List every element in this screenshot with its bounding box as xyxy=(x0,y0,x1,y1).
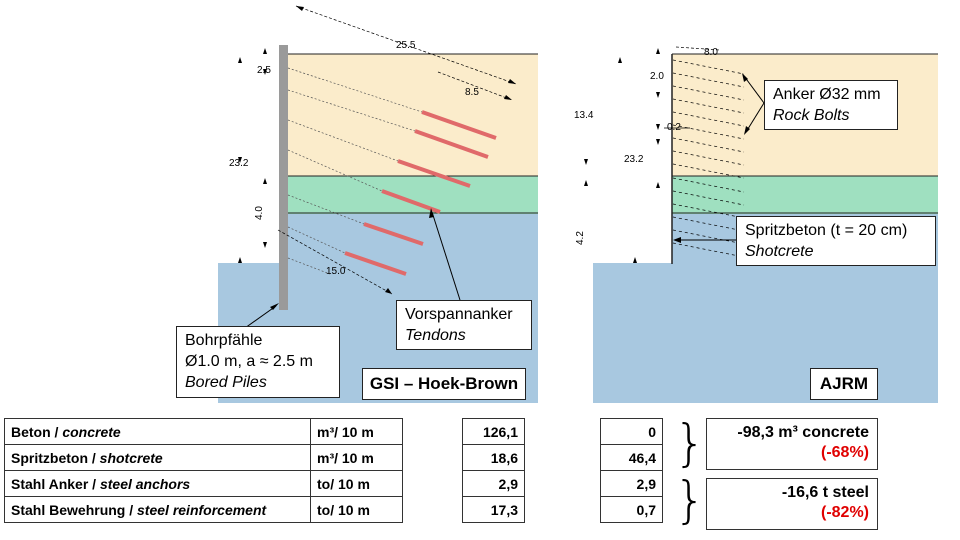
gsi-value: 2,9 xyxy=(462,470,525,497)
dim-8-0: 8.0 xyxy=(704,47,718,58)
gsi-values-column: 126,1 18,6 2,9 17,3 xyxy=(462,418,525,523)
left-method-tag: GSI – Hoek-Brown xyxy=(362,368,526,400)
gsi-value: 17,3 xyxy=(462,496,525,523)
material-name: Stahl Bewehrung / steel reinforcement xyxy=(4,496,311,523)
dim-4-0: 4.0 xyxy=(254,206,265,220)
summary-concrete: -98,3 m³ concrete (-68%) xyxy=(706,418,878,470)
dim-2-5: 2.5 xyxy=(257,65,271,76)
right-lower-layer xyxy=(593,263,938,403)
summary-steel-line1: -16,6 t steel xyxy=(781,484,869,501)
callout-bolts-line2: Rock Bolts xyxy=(773,107,850,124)
right-middle-layer xyxy=(672,176,938,214)
dim-0-2: 0.2 xyxy=(667,122,681,133)
dim-23-2: 23.2 xyxy=(229,158,249,169)
brace-steel: } xyxy=(674,471,706,529)
dim-25-5: 25.5 xyxy=(396,40,416,51)
material-name: Spritzbeton / shotcrete xyxy=(4,444,311,471)
left-middle-layer xyxy=(287,176,538,214)
callout-shotcrete-line1: Spritzbeton (t = 20 cm) xyxy=(745,222,908,239)
callout-piles-line1: Bohrpfähle xyxy=(185,332,263,349)
cross-section-diagram: 25.5 8.5 2.5 23.2 4.0 15.0 xyxy=(218,5,938,403)
gsi-value: 18,6 xyxy=(462,444,525,471)
table-row: Spritzbeton / shotcrete m³/ 10 m xyxy=(4,444,403,471)
ajrm-value: 0,7 xyxy=(600,496,663,523)
bored-pile xyxy=(279,45,288,310)
material-unit: m³/ 10 m xyxy=(310,444,403,471)
materials-table: Beton / concrete m³/ 10 m Spritzbeton / … xyxy=(4,418,403,523)
dim-23-2-right: 23.2 xyxy=(624,154,644,165)
ajrm-value: 0 xyxy=(600,418,663,445)
callout-tendons-line1: Vorspannanker xyxy=(405,306,513,323)
material-name: Stahl Anker / steel anchors xyxy=(4,470,311,497)
ajrm-value: 2,9 xyxy=(600,470,663,497)
callout-bored-piles: Bohrpfähle Ø1.0 m, a ≈ 2.5 m Bored Piles xyxy=(176,326,340,398)
left-upper-layer xyxy=(287,54,538,176)
ajrm-values-column: 0 46,4 2,9 0,7 xyxy=(600,418,663,523)
summary-steel: -16,6 t steel (-82%) xyxy=(706,478,878,530)
table-row: Stahl Bewehrung / steel reinforcement to… xyxy=(4,496,403,523)
callout-shotcrete-line2: Shotcrete xyxy=(745,243,814,260)
material-name: Beton / concrete xyxy=(4,418,311,445)
callout-shotcrete: Spritzbeton (t = 20 cm) Shotcrete xyxy=(736,216,936,266)
brace-concrete: } xyxy=(674,414,706,472)
table-row: Stahl Anker / steel anchors to/ 10 m xyxy=(4,470,403,497)
dim-15-0: 15.0 xyxy=(326,266,346,277)
table-row: Beton / concrete m³/ 10 m xyxy=(4,418,403,445)
left-section: 25.5 8.5 2.5 23.2 4.0 15.0 xyxy=(218,5,538,403)
summary-concrete-line1: -98,3 m³ concrete xyxy=(737,424,869,441)
tendon-bonded-lengths xyxy=(344,110,497,276)
material-unit: to/ 10 m xyxy=(310,496,403,523)
summary-steel-percent: (-82%) xyxy=(820,504,869,521)
dim-4-2: 4.2 xyxy=(575,231,586,245)
callout-bolts-line1: Anker Ø32 mm xyxy=(773,86,881,103)
dim-13-4: 13.4 xyxy=(574,110,594,121)
right-method-tag: AJRM xyxy=(810,368,878,400)
rock-bolts xyxy=(672,59,745,258)
gsi-value: 126,1 xyxy=(462,418,525,445)
callout-piles-line2: Ø1.0 m, a ≈ 2.5 m xyxy=(185,353,313,370)
material-unit: m³/ 10 m xyxy=(310,418,403,445)
summary-concrete-percent: (-68%) xyxy=(820,444,869,461)
callout-tendons-line2: Tendons xyxy=(405,327,466,344)
callout-piles-line3: Bored Piles xyxy=(185,374,267,391)
material-unit: to/ 10 m xyxy=(310,470,403,497)
callout-rock-bolts: Anker Ø32 mm Rock Bolts xyxy=(764,80,898,130)
dim-8-5: 8.5 xyxy=(465,87,479,98)
tendon-free-lengths xyxy=(287,67,423,275)
ajrm-value: 46,4 xyxy=(600,444,663,471)
dim-2-0: 2.0 xyxy=(650,71,664,82)
callout-tendons: Vorspannanker Tendons xyxy=(396,300,532,350)
